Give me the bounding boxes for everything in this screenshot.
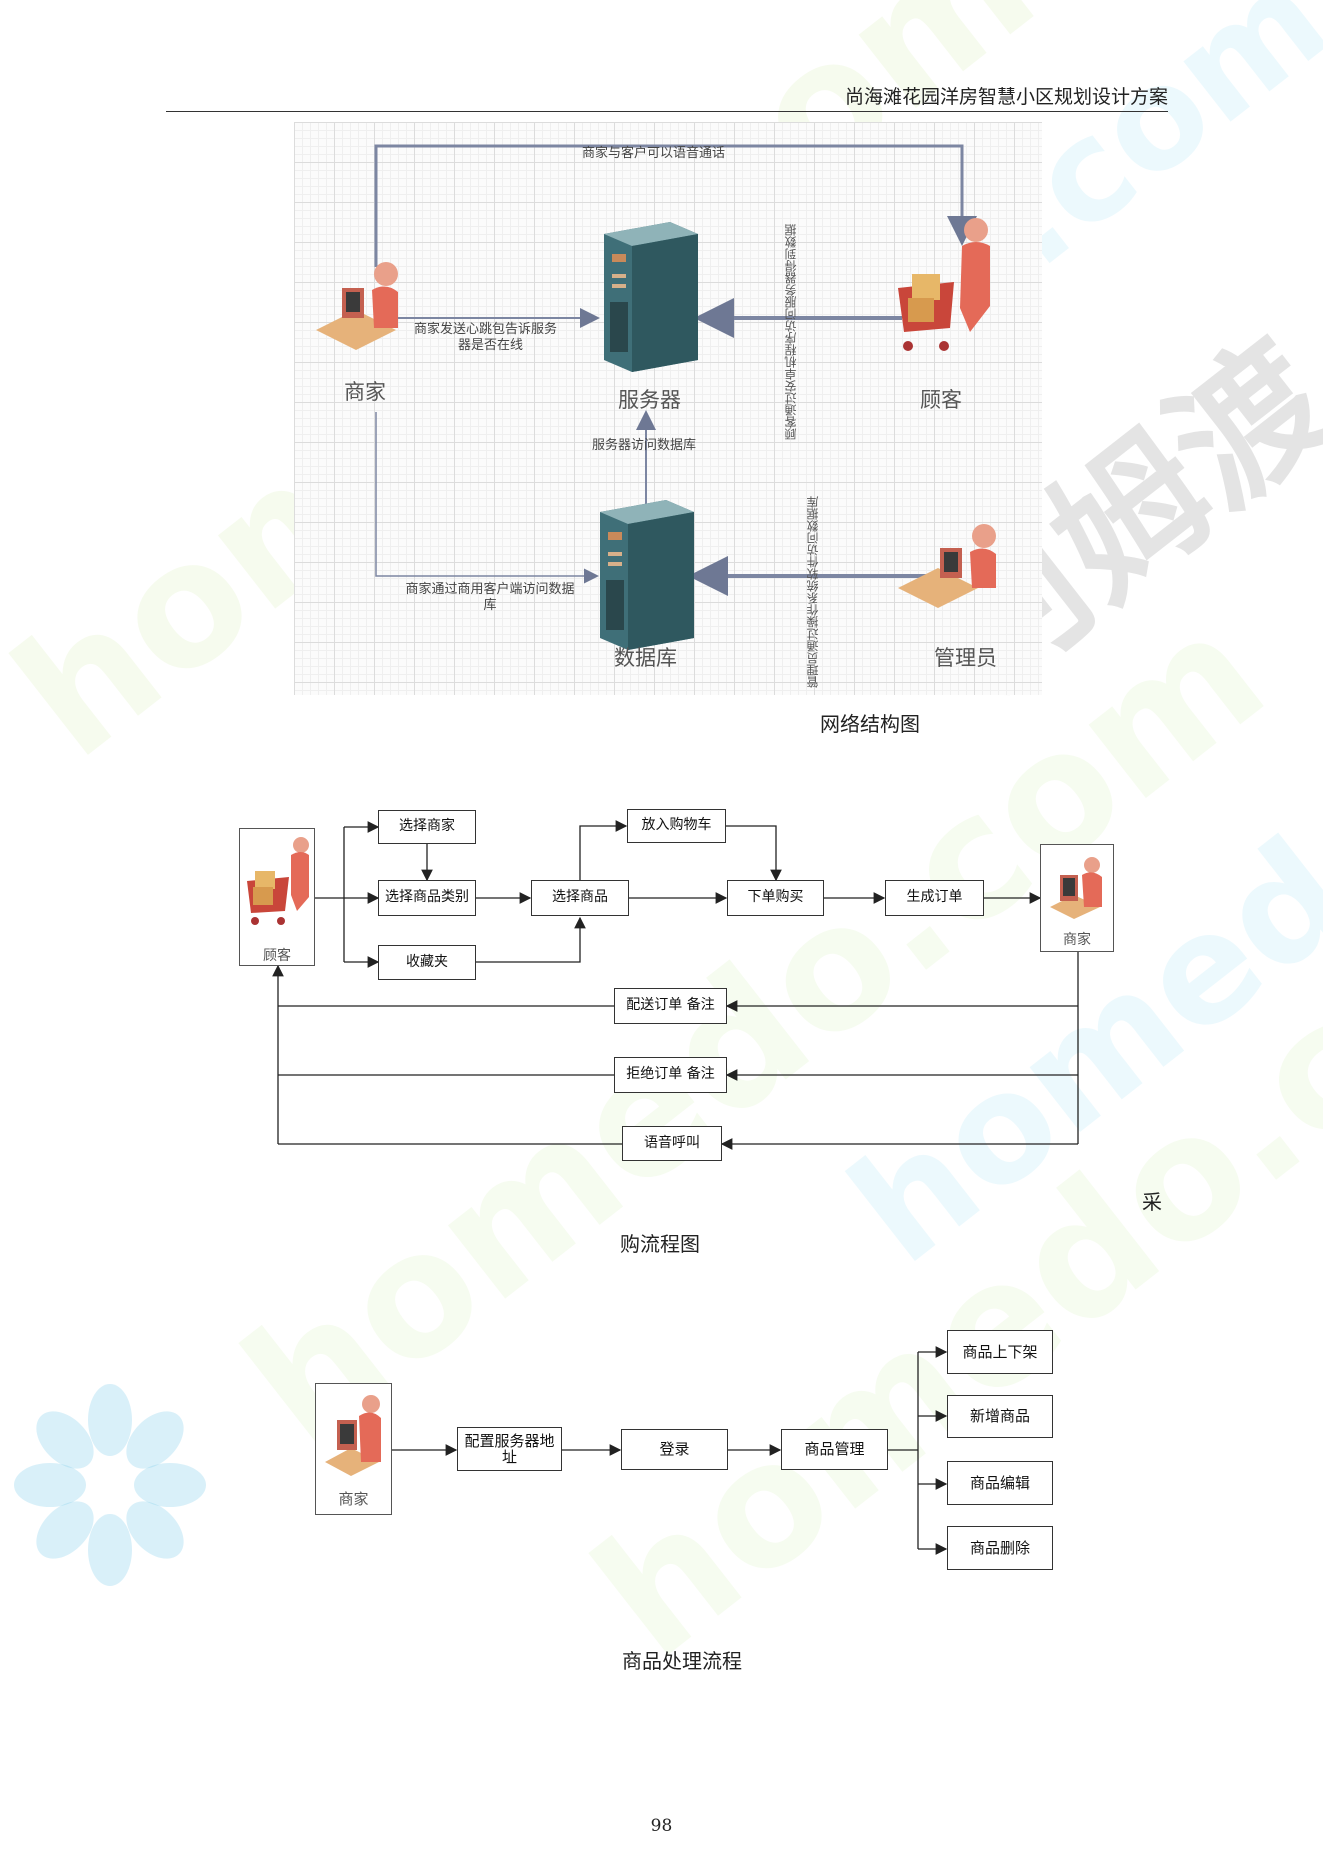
watermark-flower-icon xyxy=(14,1384,206,1586)
merchant-person-icon xyxy=(1050,857,1102,919)
customer-cart-icon xyxy=(247,837,309,925)
step-reject-order: 拒绝订单 备注 xyxy=(614,1057,727,1093)
step-login: 登录 xyxy=(621,1429,728,1470)
header-rule xyxy=(166,111,1168,112)
step-voice-call: 语音呼叫 xyxy=(622,1126,722,1161)
label-heartbeat: 商家发送心跳包告诉服务 器是否在线 xyxy=(414,322,557,355)
step-product-management: 商品管理 xyxy=(781,1429,888,1470)
edge-merchant-db xyxy=(375,412,599,584)
caption-purchase-flow: 购流程图 xyxy=(620,1232,700,1256)
label-heartbeat-line1: 商家发送心跳包告诉服务 xyxy=(414,322,558,337)
step-select-merchant: 选择商家 xyxy=(378,810,476,844)
flow-actor-customer-label: 顾客 xyxy=(263,948,291,964)
label-server-db: 服务器访问数据库 xyxy=(592,438,697,453)
label-merchant-db-line1: 商家通过商用客户端访问数据 xyxy=(405,582,575,597)
page-number: 98 xyxy=(650,1816,673,1836)
network-connectors xyxy=(316,144,996,650)
admin-person-icon xyxy=(898,524,996,608)
step-select-category: 选择商品类别 xyxy=(378,880,476,916)
label-heartbeat-line2: 器是否在线 xyxy=(458,338,524,354)
merchant-person-icon xyxy=(325,1395,381,1476)
edge-voice-call xyxy=(374,144,977,267)
node-label-database: 数据库 xyxy=(614,646,677,670)
label-merchant-db: 商家通过商用客户端访问数据 库 xyxy=(380,582,600,615)
product-flow-actor-merchant: 商家 xyxy=(315,1383,392,1515)
customer-cart-icon xyxy=(898,218,990,351)
flow-actor-customer: 顾客 xyxy=(239,828,315,966)
label-voice-call: 商家与客户可以语音通话 xyxy=(582,146,726,161)
stray-character: 采 xyxy=(1142,1190,1162,1214)
label-merchant-db-line2: 库 xyxy=(483,598,497,614)
caption-network-diagram: 网络结构图 xyxy=(820,712,920,736)
step-list-delist: 商品上下架 xyxy=(947,1330,1053,1374)
merchant-person-icon xyxy=(316,262,398,350)
step-favorites: 收藏夹 xyxy=(378,945,476,980)
flow-actor-merchant: 商家 xyxy=(1040,844,1114,952)
caption-product-flow: 商品处理流程 xyxy=(622,1649,742,1673)
node-label-admin: 管理员 xyxy=(934,646,997,670)
node-label-server: 服务器 xyxy=(618,388,681,412)
database-icon xyxy=(600,500,694,650)
node-label-merchant: 商家 xyxy=(344,380,386,404)
step-deliver-order: 配送订单 备注 xyxy=(614,988,727,1024)
step-add-to-cart: 放入购物车 xyxy=(627,809,726,843)
step-generate-order: 生成订单 xyxy=(885,880,984,916)
step-select-product: 选择商品 xyxy=(531,880,629,916)
server-icon xyxy=(604,222,698,372)
page-header-title: 尚海滩花园洋房智慧小区规划设计方案 xyxy=(844,86,1168,108)
step-config-server: 配置服务器地址 xyxy=(457,1427,562,1471)
step-place-order: 下单购买 xyxy=(727,880,824,916)
network-diagram: 商家与客户可以语音通话 商家发送心跳包告诉服务 器是否在线 服务器访问数据库 商… xyxy=(294,122,1042,695)
step-add-product: 新增商品 xyxy=(947,1395,1053,1438)
step-delete-product: 商品删除 xyxy=(947,1526,1053,1570)
step-edit-product: 商品编辑 xyxy=(947,1461,1053,1505)
flow-actor-merchant-label: 商家 xyxy=(1063,932,1091,948)
product-flow-merchant-label: 商家 xyxy=(338,1490,369,1508)
node-label-customer: 顾客 xyxy=(920,388,962,412)
